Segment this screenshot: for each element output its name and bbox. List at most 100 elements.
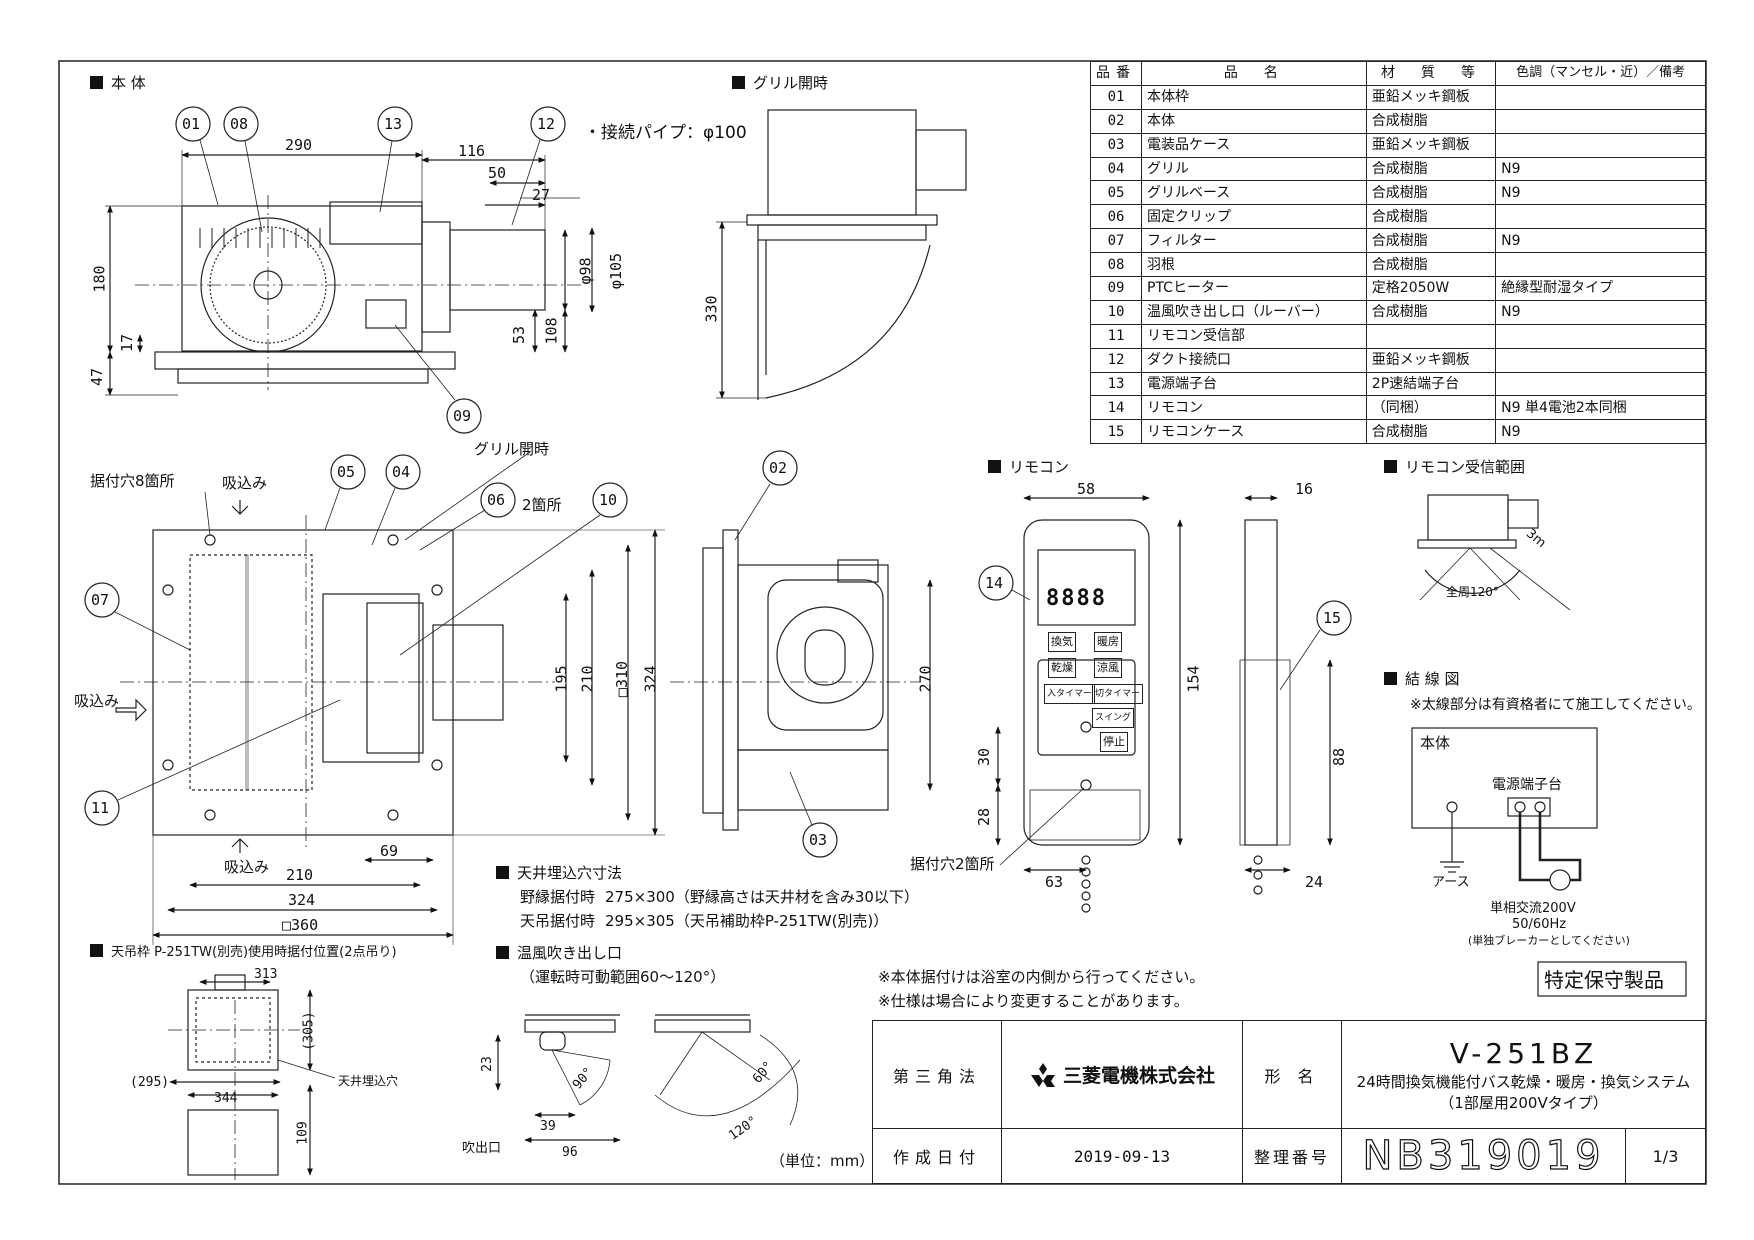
remote-side-view xyxy=(1239,495,1352,895)
part-remarks: N9 xyxy=(1495,180,1706,206)
wiring-note: ※太線部分は有資格者にて施工してください。 xyxy=(1410,697,1701,713)
dim-105: φ105 xyxy=(607,252,626,290)
dim-324h: 324 xyxy=(288,891,316,909)
note-2: ※仕様は場合により変更することがあります。 xyxy=(878,992,1189,1010)
part-material: 定格2050W xyxy=(1365,276,1497,301)
tb-doc-label: 整理番号 xyxy=(1253,1148,1330,1167)
section-grille-open: グリル開時 xyxy=(732,74,828,92)
dim-30: 30 xyxy=(975,747,994,767)
part-name: 羽根 xyxy=(1141,252,1367,278)
callout-bubbles-plan xyxy=(84,451,628,826)
dim-63: 63 xyxy=(1045,873,1064,891)
part-name: PTCヒーター xyxy=(1141,276,1367,301)
sheet-border xyxy=(58,60,1707,1185)
parts-header-material: 材 質 等 xyxy=(1365,61,1497,86)
dim-313: 313 xyxy=(254,967,278,982)
remote-btn-off-timer: 切タイマー xyxy=(1092,684,1144,704)
dim-360: □360 xyxy=(282,916,319,934)
remote-btn-on-timer: 入タイマー xyxy=(1044,684,1096,704)
note-1: ※本体据付けは浴室の内側から行ってください。 xyxy=(878,968,1205,986)
dim-305: (305) xyxy=(301,1011,317,1051)
tb-date-label-cell: 作成日付 xyxy=(872,1128,1002,1184)
dim-154: 154 xyxy=(1184,665,1203,693)
tb-desc1: 24時間換気機能付バス乾燥・暖房・換気システム xyxy=(1356,1072,1691,1091)
part-material: 2P速結端子台 xyxy=(1365,371,1497,397)
tb-model: V-251BZ xyxy=(1449,1036,1598,1070)
special-product-box xyxy=(1537,961,1687,997)
tb-company: 三菱電機株式会社 xyxy=(1062,1065,1215,1087)
remote-btn-swing: スイング xyxy=(1092,708,1135,728)
dim-16: 16 xyxy=(1295,480,1314,498)
intake-top-label: 吸込み xyxy=(222,474,268,492)
part-remarks: N9 単4電池2本同梱 xyxy=(1495,395,1706,421)
main-body-side-view xyxy=(105,150,595,396)
section-warm-air: 温風吹き出し口 xyxy=(496,944,622,962)
hole-row1-label: 野縁据付時 xyxy=(520,888,596,906)
dim-109: 109 xyxy=(295,1121,311,1145)
part-name: リモコンケース xyxy=(1141,419,1367,445)
dim-50: 50 xyxy=(488,164,507,182)
callout-13: 13 xyxy=(384,115,403,133)
part-name: 本体 xyxy=(1141,108,1367,134)
tb-projection: 第三角法 xyxy=(892,1066,981,1086)
callout-01: 01 xyxy=(182,115,201,133)
callout-02: 02 xyxy=(769,459,788,477)
special-product-label: 特定保守製品 xyxy=(1544,968,1664,992)
dim-270: 270 xyxy=(916,665,935,693)
tb-model-label-cell: 形 名 xyxy=(1242,1020,1342,1129)
tb-doc-cell: NB319019 xyxy=(1341,1128,1626,1184)
part-material: 亜鉛メッキ鋼板 xyxy=(1365,84,1497,110)
part-no: 08 xyxy=(1090,252,1142,278)
callout-11: 11 xyxy=(91,799,110,817)
part-name: 電源端子台 xyxy=(1141,371,1367,397)
dim-330: 330 xyxy=(702,295,721,323)
tb-model-label: 形 名 xyxy=(1264,1066,1320,1086)
dim-210h: 210 xyxy=(286,866,314,884)
mitsubishi-logo-icon xyxy=(1029,1062,1057,1087)
warm-air-range: （運転時可動範囲60～120°） xyxy=(520,968,726,986)
part-material: 合成樹脂 xyxy=(1365,180,1497,206)
dim-96: 96 xyxy=(562,1145,578,1160)
mount-holes-2: 据付穴2箇所 xyxy=(910,855,995,873)
part-name: フィルター xyxy=(1141,228,1367,254)
part-no: 07 xyxy=(1090,228,1142,254)
dim-88: 88 xyxy=(1330,747,1349,767)
section-main-body: 本 体 xyxy=(90,74,146,92)
remote-front-view xyxy=(978,495,1183,913)
dim-195: 195 xyxy=(552,665,571,693)
hole-row1-value: 275×300（野縁高さは天井材を含み30以下） xyxy=(605,888,919,906)
part-material: 合成樹脂 xyxy=(1365,419,1497,445)
part-no: 02 xyxy=(1090,108,1142,134)
part-name: ダクト接続口 xyxy=(1141,347,1367,373)
part-no: 03 xyxy=(1090,132,1142,158)
ceiling-frame-view xyxy=(168,974,336,1180)
part-remarks xyxy=(1495,371,1706,397)
part-material: 亜鉛メッキ鋼板 xyxy=(1365,132,1497,158)
warm-air-outlet-view xyxy=(495,1014,801,1143)
callout-12: 12 xyxy=(537,115,556,133)
pipe-note: ・接続パイプ：φ100 xyxy=(584,123,747,143)
part-name: 電装品ケース xyxy=(1141,132,1367,158)
part-no: 05 xyxy=(1090,180,1142,206)
plan-view xyxy=(115,500,665,945)
part-no: 13 xyxy=(1090,371,1142,397)
part-remarks xyxy=(1495,252,1706,278)
dim-28: 28 xyxy=(975,807,994,827)
part-name: グリル xyxy=(1141,156,1367,182)
unit-label: （単位：mm） xyxy=(770,1152,875,1170)
callout-14: 14 xyxy=(985,574,1004,592)
mount-holes-8: 据付穴8箇所 xyxy=(90,472,175,490)
dim-23: 23 xyxy=(479,1056,495,1072)
remote-btn-dry: 乾燥 xyxy=(1048,658,1076,678)
